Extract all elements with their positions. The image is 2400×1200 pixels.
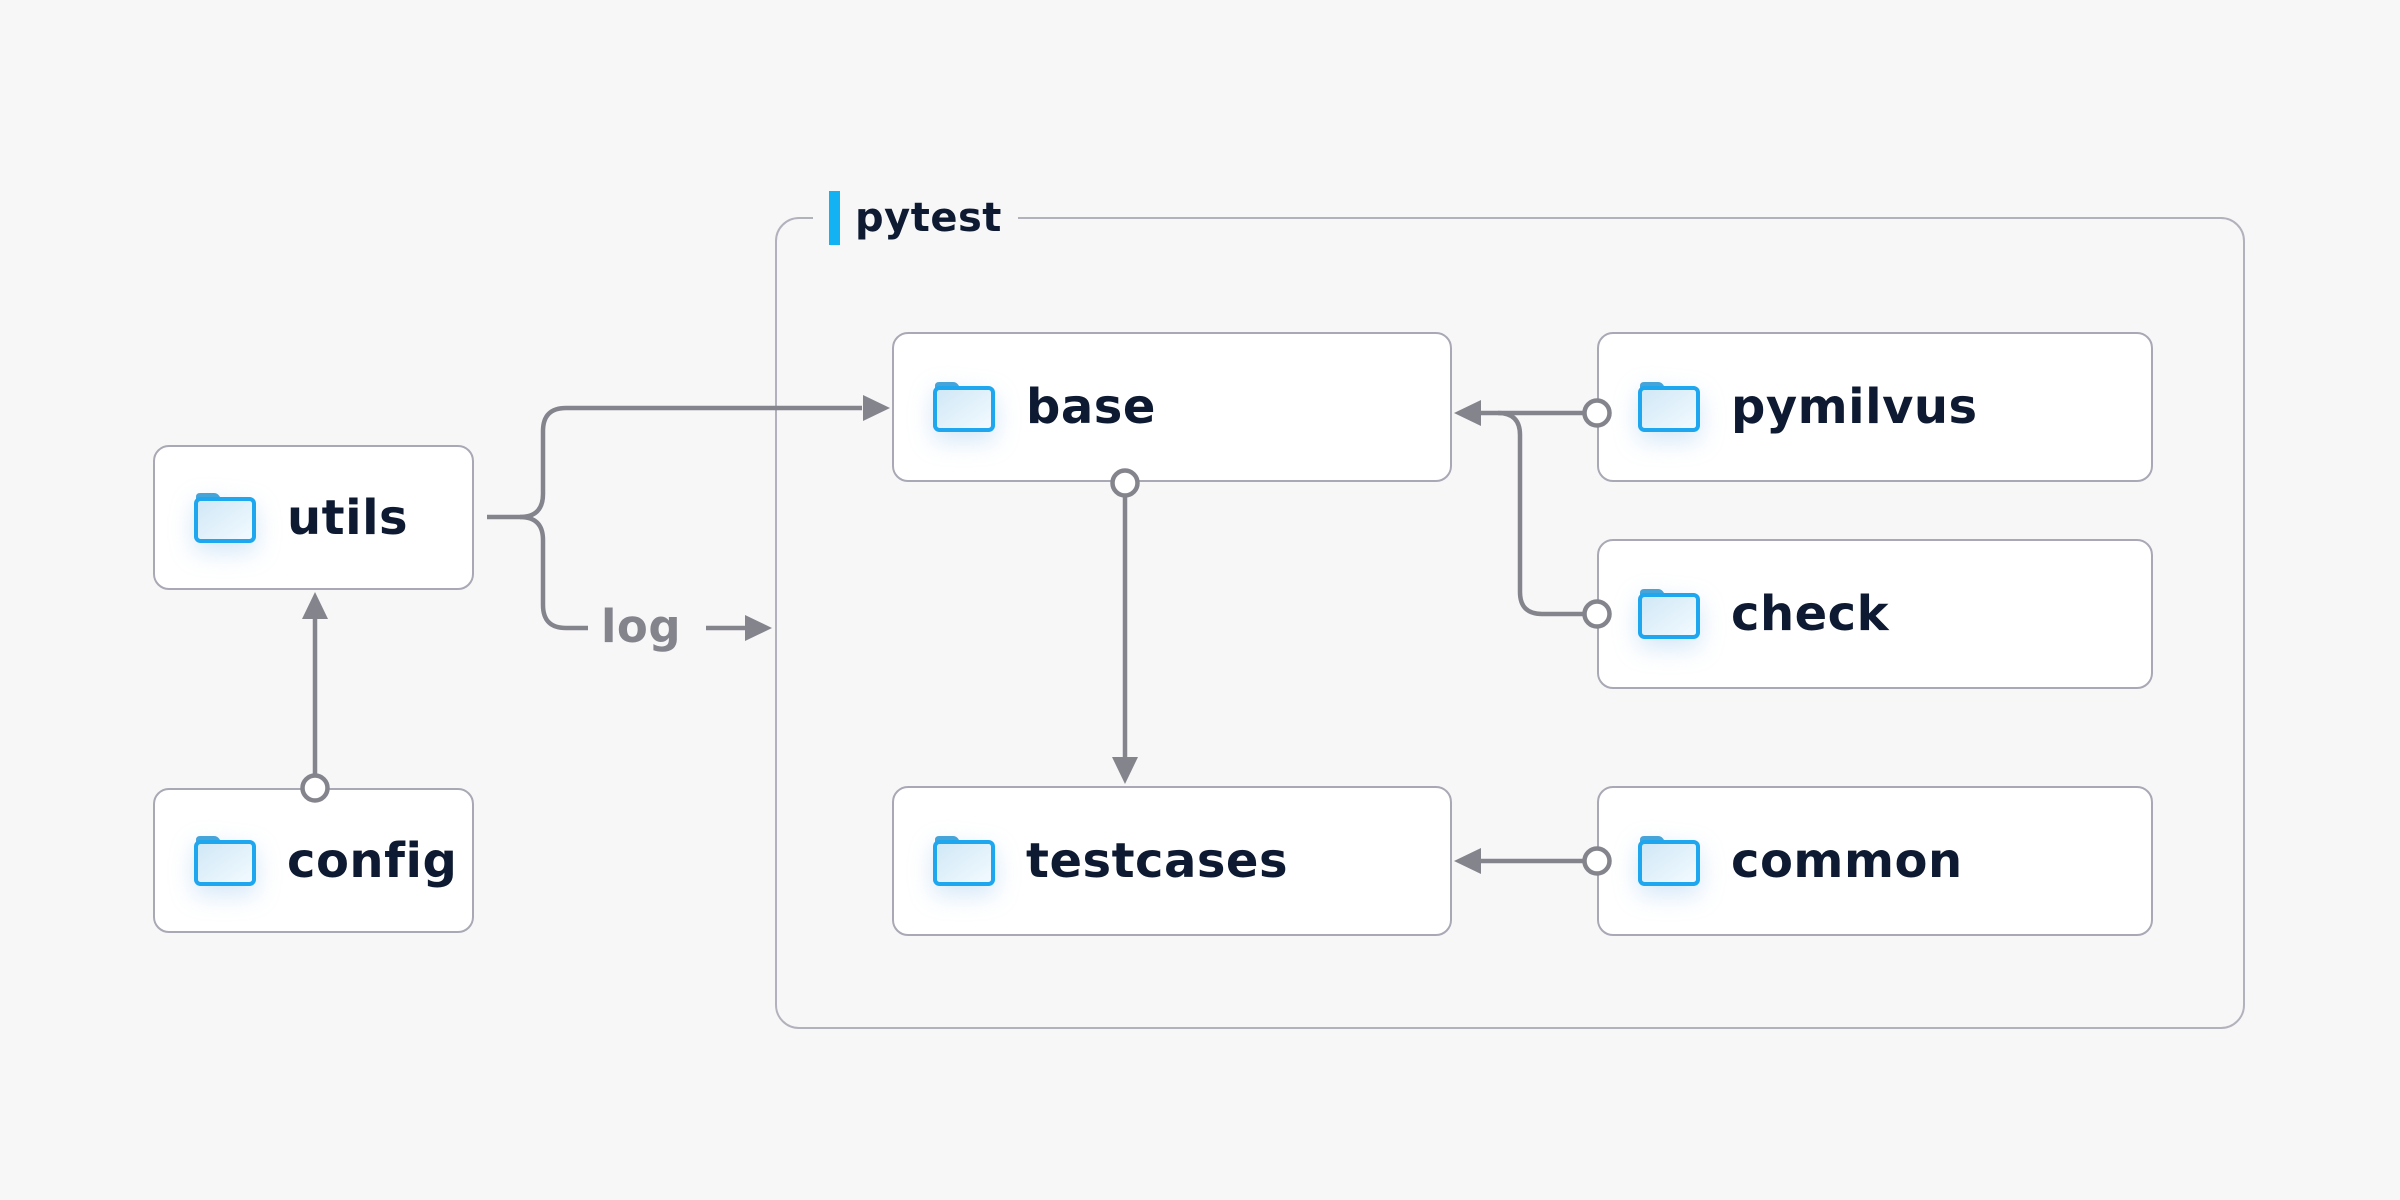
node-config-label: config (287, 832, 458, 889)
folder-icon (1637, 834, 1701, 888)
arrowhead-up-icon (302, 592, 328, 619)
pytest-container: pytest (775, 189, 2245, 1029)
pytest-container-label: pytest (813, 189, 1018, 247)
edge-label-log: log (601, 600, 682, 653)
accent-bar (829, 191, 840, 245)
node-pymilvus: pymilvus (1597, 332, 2153, 482)
folder-icon (932, 380, 996, 434)
folder-icon (932, 834, 996, 888)
node-testcases-label: testcases (1026, 833, 1289, 889)
node-config: config (153, 788, 474, 933)
node-pymilvus-label: pymilvus (1731, 379, 1978, 435)
folder-icon (193, 834, 257, 888)
node-check: check (1597, 539, 2153, 689)
node-utils-label: utils (287, 489, 409, 546)
node-common-label: common (1731, 833, 1963, 889)
folder-icon (1637, 587, 1701, 641)
arrowhead-right-icon (745, 615, 772, 641)
node-utils: utils (153, 445, 474, 590)
container-title: pytest (855, 195, 1002, 241)
folder-icon (1637, 380, 1701, 434)
node-testcases: testcases (892, 786, 1452, 936)
edge-line (519, 514, 588, 631)
node-common: common (1597, 786, 2153, 936)
node-base: base (892, 332, 1452, 482)
folder-icon (193, 491, 257, 545)
edge-config-to-utils (300, 592, 330, 803)
node-base-label: base (1026, 379, 1156, 435)
node-check-label: check (1731, 586, 1890, 642)
